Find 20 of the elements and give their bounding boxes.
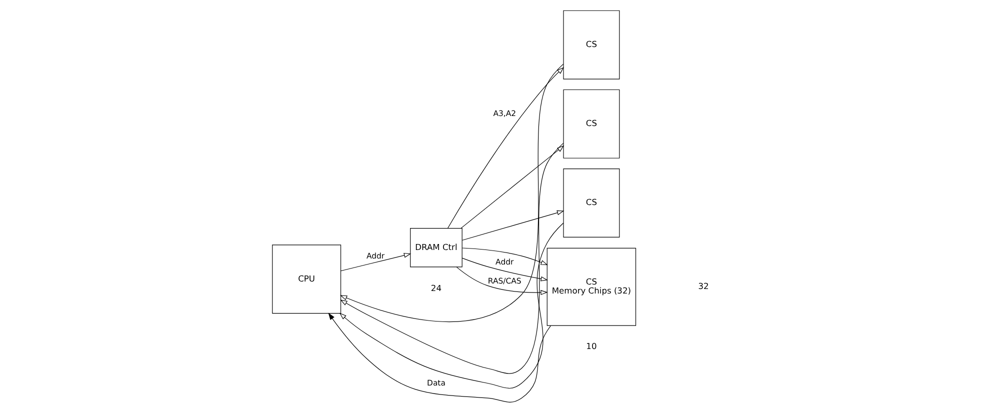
arrow (462, 248, 548, 266)
node-box: CS (563, 168, 620, 238)
arrow (456, 266, 548, 296)
arrow (340, 142, 564, 374)
node-box: CS (563, 10, 620, 80)
arrow (462, 258, 548, 282)
node-box: DRAM Ctrl (410, 228, 462, 268)
arrow (462, 210, 564, 241)
node-box: CPU (272, 244, 342, 314)
label: 24 (430, 282, 442, 293)
arrow (328, 312, 551, 402)
arrow (460, 145, 564, 228)
arrow (339, 222, 564, 389)
label: 10 (586, 341, 597, 352)
arrow (340, 64, 564, 322)
arrow (448, 67, 564, 228)
label: 32 (698, 281, 709, 292)
node-box: CS (563, 89, 620, 158)
arrow (340, 252, 412, 272)
node-box: CS Memory Chips (32) (546, 248, 636, 326)
